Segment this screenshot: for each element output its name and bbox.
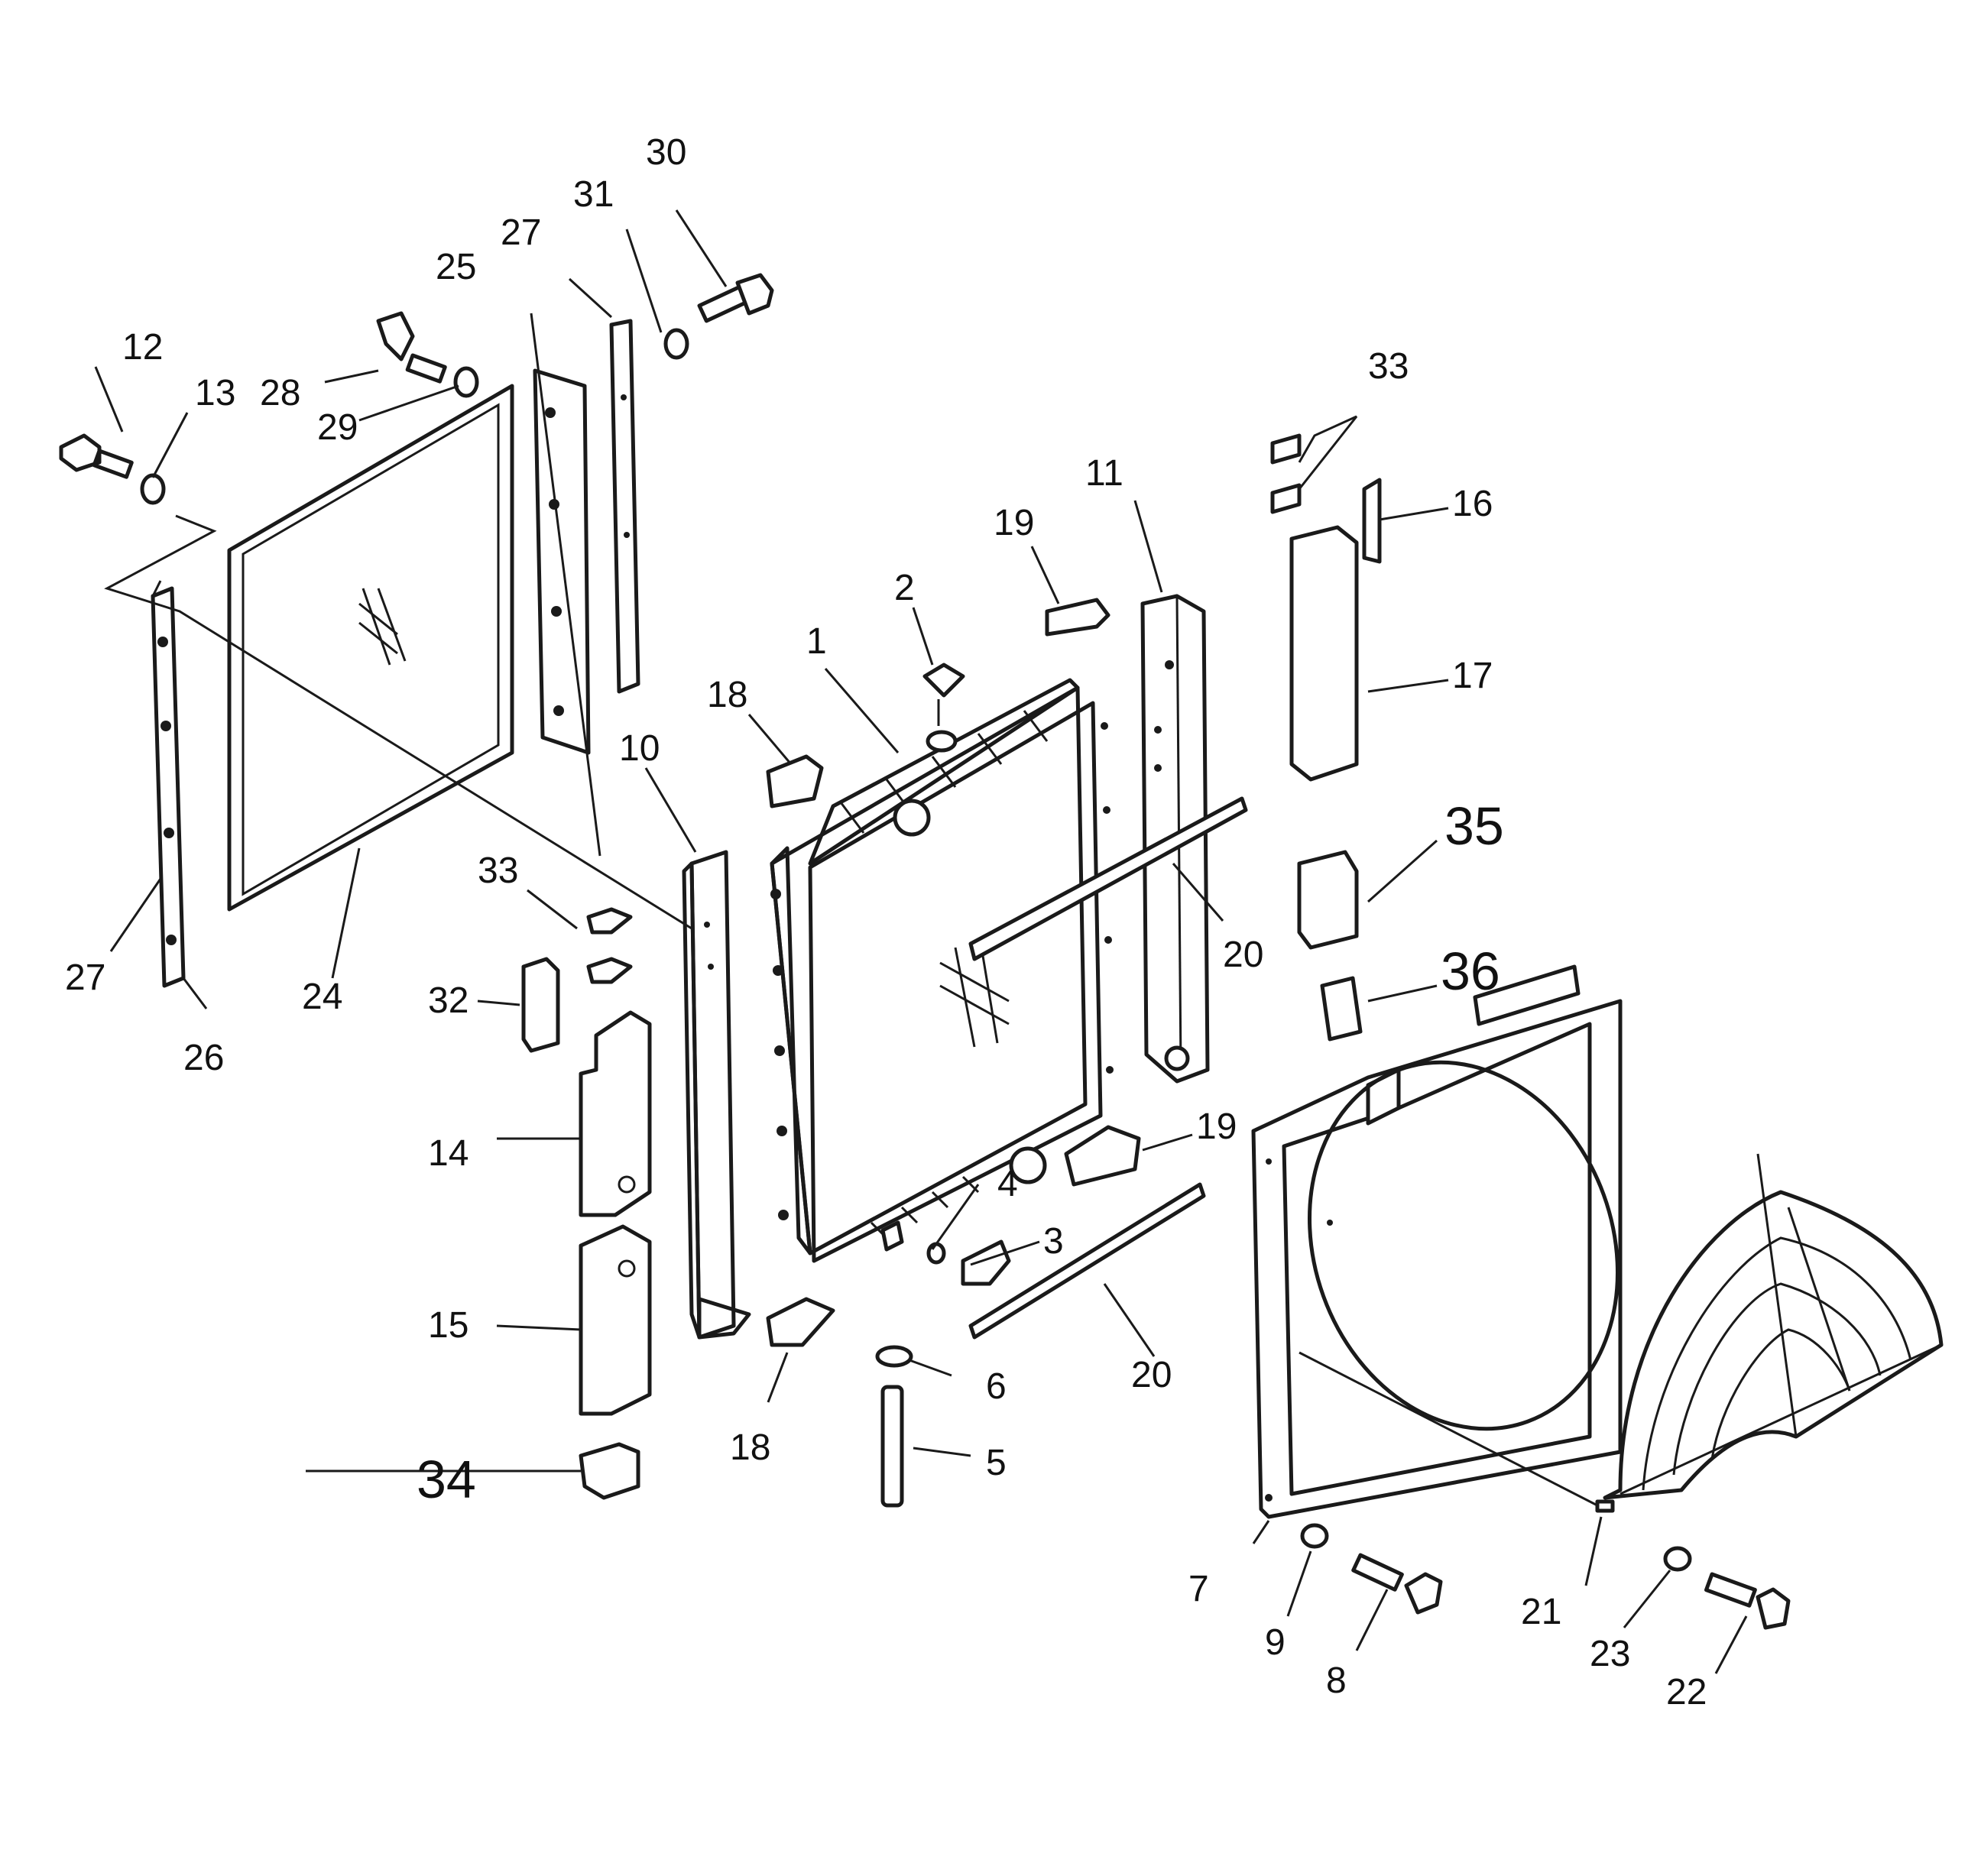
callout-27-upper: 27 [501,212,541,253]
callout-28: 28 [260,373,300,413]
callout-10: 10 [619,728,660,769]
callout-31: 31 [573,174,614,215]
callout-4: 4 [997,1164,1018,1204]
callout-labels: 1 2 3 4 5 6 7 8 9 10 11 12 13 14 15 16 1… [65,132,1707,1712]
callout-6: 6 [986,1366,1007,1407]
callout-26: 26 [183,1038,224,1078]
upper-rubber-block [766,754,824,808]
callout-29: 29 [317,407,358,448]
callout-7: 7 [1188,1569,1209,1609]
washer-29 [453,366,479,398]
callout-9: 9 [1265,1622,1286,1663]
callout-33-right: 33 [1368,346,1409,387]
callout-14: 14 [428,1133,469,1174]
callout-16: 16 [1452,484,1493,524]
callout-30: 30 [646,132,686,173]
callout-11: 11 [1085,453,1123,494]
bolt-22 [1704,1572,1791,1630]
callout-17: 17 [1452,656,1493,696]
washer-13 [140,473,166,505]
radiator-core [770,678,1114,1263]
callout-1: 1 [806,621,827,662]
callout-12: 12 [122,327,163,368]
radiator-cap [922,663,965,753]
left-side-bracket [682,850,751,1340]
washer-23 [1663,1546,1692,1572]
callout-27-left: 27 [65,957,105,998]
washer-31 [663,328,689,360]
wing-bolt-28 [376,311,447,384]
callout-22: 22 [1666,1672,1707,1712]
fan-guard [1595,1153,1944,1513]
alignment-lines [104,514,1598,1507]
bolt-30 [697,273,774,323]
callout-2: 2 [894,568,915,608]
right-seal-blocks [1270,433,1382,1042]
callout-8: 8 [1326,1661,1347,1701]
upper-seal-block [1045,598,1110,637]
left-seal-blocks [521,907,652,1500]
callout-20-lower: 20 [1131,1355,1172,1395]
callout-32: 32 [428,980,469,1021]
callout-5: 5 [986,1443,1007,1483]
seal-rods [968,796,1248,1340]
callout-15: 15 [428,1305,469,1346]
callout-21: 21 [1521,1592,1561,1632]
callout-19-upper: 19 [994,503,1034,543]
callout-18-lower: 18 [730,1427,770,1468]
upper-thin-strip [609,319,640,694]
callout-33-left: 33 [478,851,518,891]
fan-shroud [1251,964,1623,1519]
screen-frame [227,384,514,912]
callout-3: 3 [1043,1221,1064,1262]
callout-35: 35 [1444,796,1504,856]
callout-20-upper: 20 [1223,935,1263,975]
callout-18-upper: 18 [707,675,747,715]
callout-34: 34 [417,1450,476,1509]
lower-seal-block [1064,1125,1141,1187]
callout-13: 13 [195,373,235,413]
callout-25: 25 [436,247,476,287]
callout-36: 36 [1441,941,1500,1001]
lower-rubber-block [766,1297,835,1347]
callout-24: 24 [302,977,342,1017]
washer-9 [1300,1523,1329,1549]
bolt-12 [59,433,134,479]
callout-19-lower: 19 [1196,1106,1237,1147]
callout-23: 23 [1590,1634,1630,1674]
bolt-8 [1351,1553,1443,1615]
callout-leaders [94,209,1748,1674]
left-mounting-strip [151,580,186,988]
